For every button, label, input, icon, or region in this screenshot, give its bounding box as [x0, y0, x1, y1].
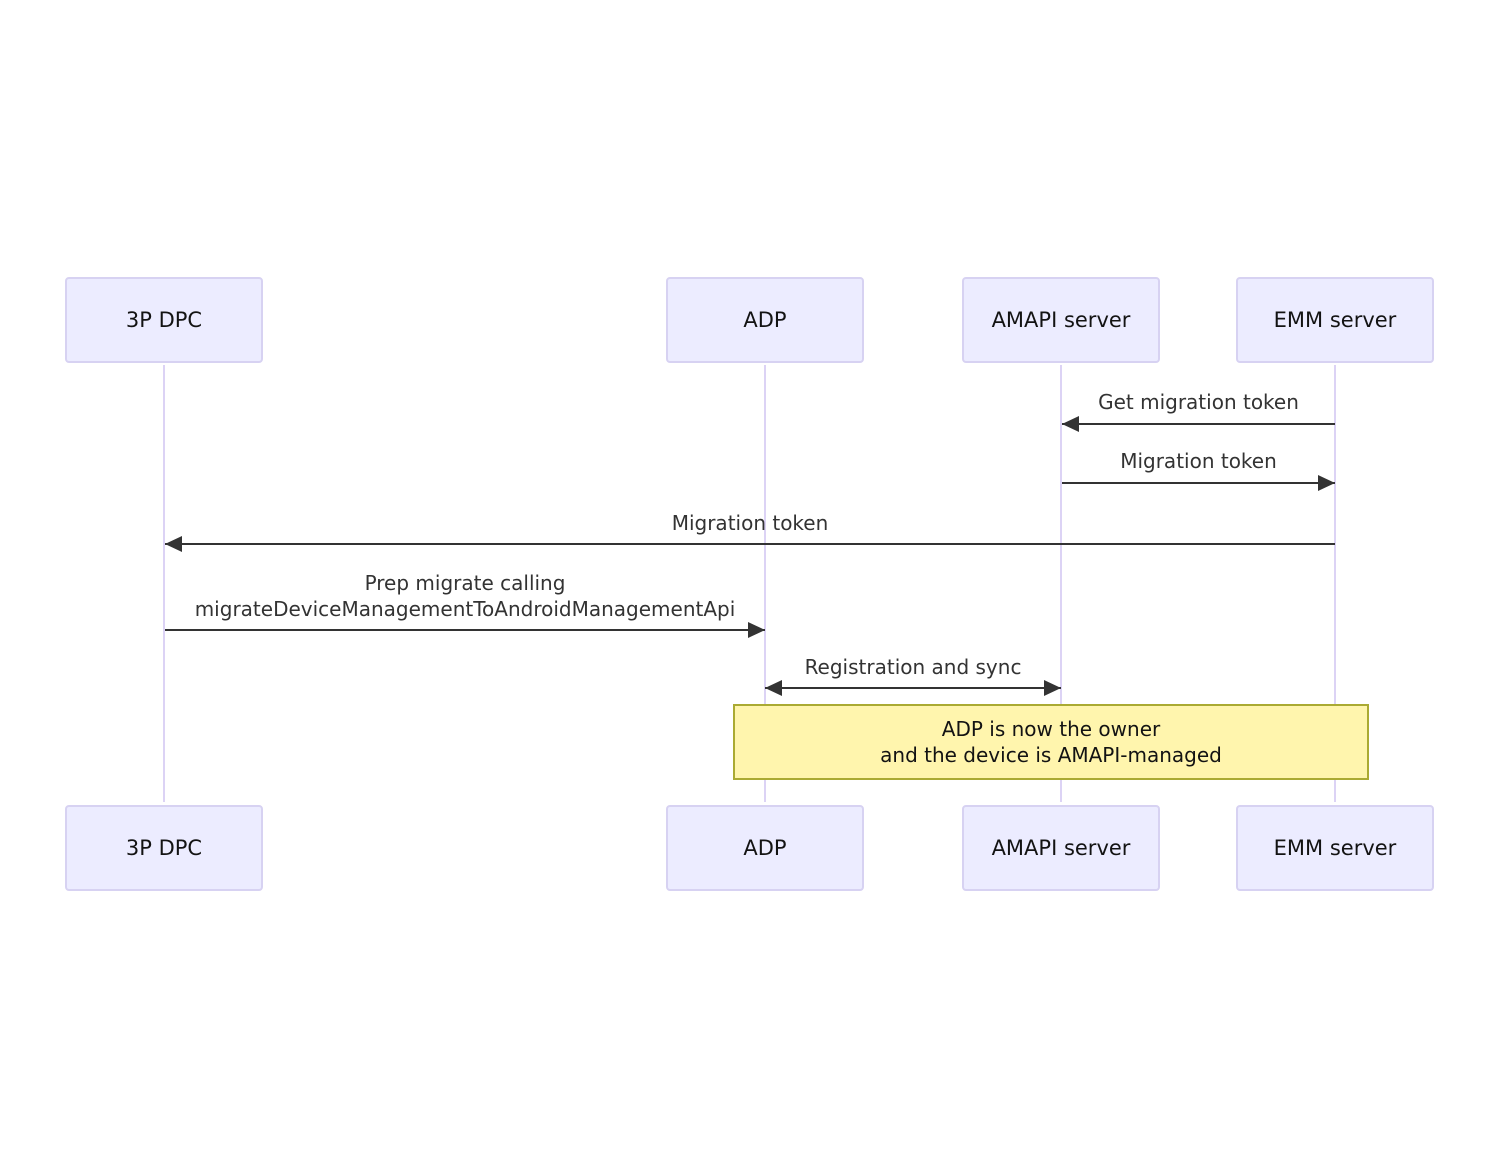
message-label-prep-migrate-line2: migrateDeviceManagementToAndroidManageme…: [194, 596, 736, 621]
message-line-registration-and-sync: [765, 687, 1061, 689]
lifeline-amapi: [1060, 365, 1062, 802]
participant-label-adp: ADP: [743, 308, 787, 332]
participant-label-emm-bottom: EMM server: [1273, 836, 1397, 860]
participant-bottom-amapi[interactable]: AMAPI server: [962, 805, 1160, 891]
participant-label-adp-bottom: ADP: [743, 836, 787, 860]
arrowhead-right-migration-token-emm: [1318, 475, 1335, 491]
message-label-prep-migrate-line1: Prep migrate calling: [364, 571, 566, 595]
participant-top-dpc[interactable]: 3P DPC: [65, 277, 263, 363]
message-label-get-migration-token: Get migration token: [1098, 390, 1299, 414]
participant-label-amapi-bottom: AMAPI server: [991, 836, 1131, 860]
arrowhead-left-get-migration-token: [1062, 416, 1079, 432]
participant-label-dpc-bottom: 3P DPC: [125, 836, 203, 860]
message-line-prep-migrate: [165, 629, 765, 631]
lifeline-dpc: [163, 365, 165, 802]
participant-bottom-dpc[interactable]: 3P DPC: [65, 805, 263, 891]
participant-bottom-emm[interactable]: EMM server: [1236, 805, 1434, 891]
message-label-migration-token-dpc: Migration token: [671, 511, 829, 535]
note-line-2: and the device is AMAPI-managed: [880, 743, 1222, 767]
arrowhead-right-prep-migrate: [748, 622, 765, 638]
participant-top-adp[interactable]: ADP: [666, 277, 864, 363]
lifeline-emm: [1334, 365, 1336, 802]
participant-label-emm: EMM server: [1273, 308, 1397, 332]
lifeline-adp: [764, 365, 766, 802]
message-label-migration-token-emm: Migration token: [1120, 449, 1277, 473]
message-label-registration-and-sync: Registration and sync: [804, 655, 1022, 679]
participant-bottom-adp[interactable]: ADP: [666, 805, 864, 891]
message-line-migration-token-dpc: [165, 543, 1335, 545]
note-adp-owner: ADP is now the owner and the device is A…: [733, 704, 1369, 780]
message-line-migration-token-emm: [1062, 482, 1335, 484]
message-label-prep-migrate: Prep migrate calling migrateDeviceManage…: [165, 571, 765, 622]
arrowhead-left-migration-token-dpc: [165, 536, 182, 552]
participant-top-emm[interactable]: EMM server: [1236, 277, 1434, 363]
arrowhead-right-registration-and-sync: [1044, 680, 1061, 696]
participant-label-dpc: 3P DPC: [125, 308, 203, 332]
note-line-1: ADP is now the owner: [941, 717, 1161, 741]
arrowhead-left-registration-and-sync: [765, 680, 782, 696]
participant-label-amapi: AMAPI server: [991, 308, 1131, 332]
participant-top-amapi[interactable]: AMAPI server: [962, 277, 1160, 363]
message-line-get-migration-token: [1062, 423, 1335, 425]
